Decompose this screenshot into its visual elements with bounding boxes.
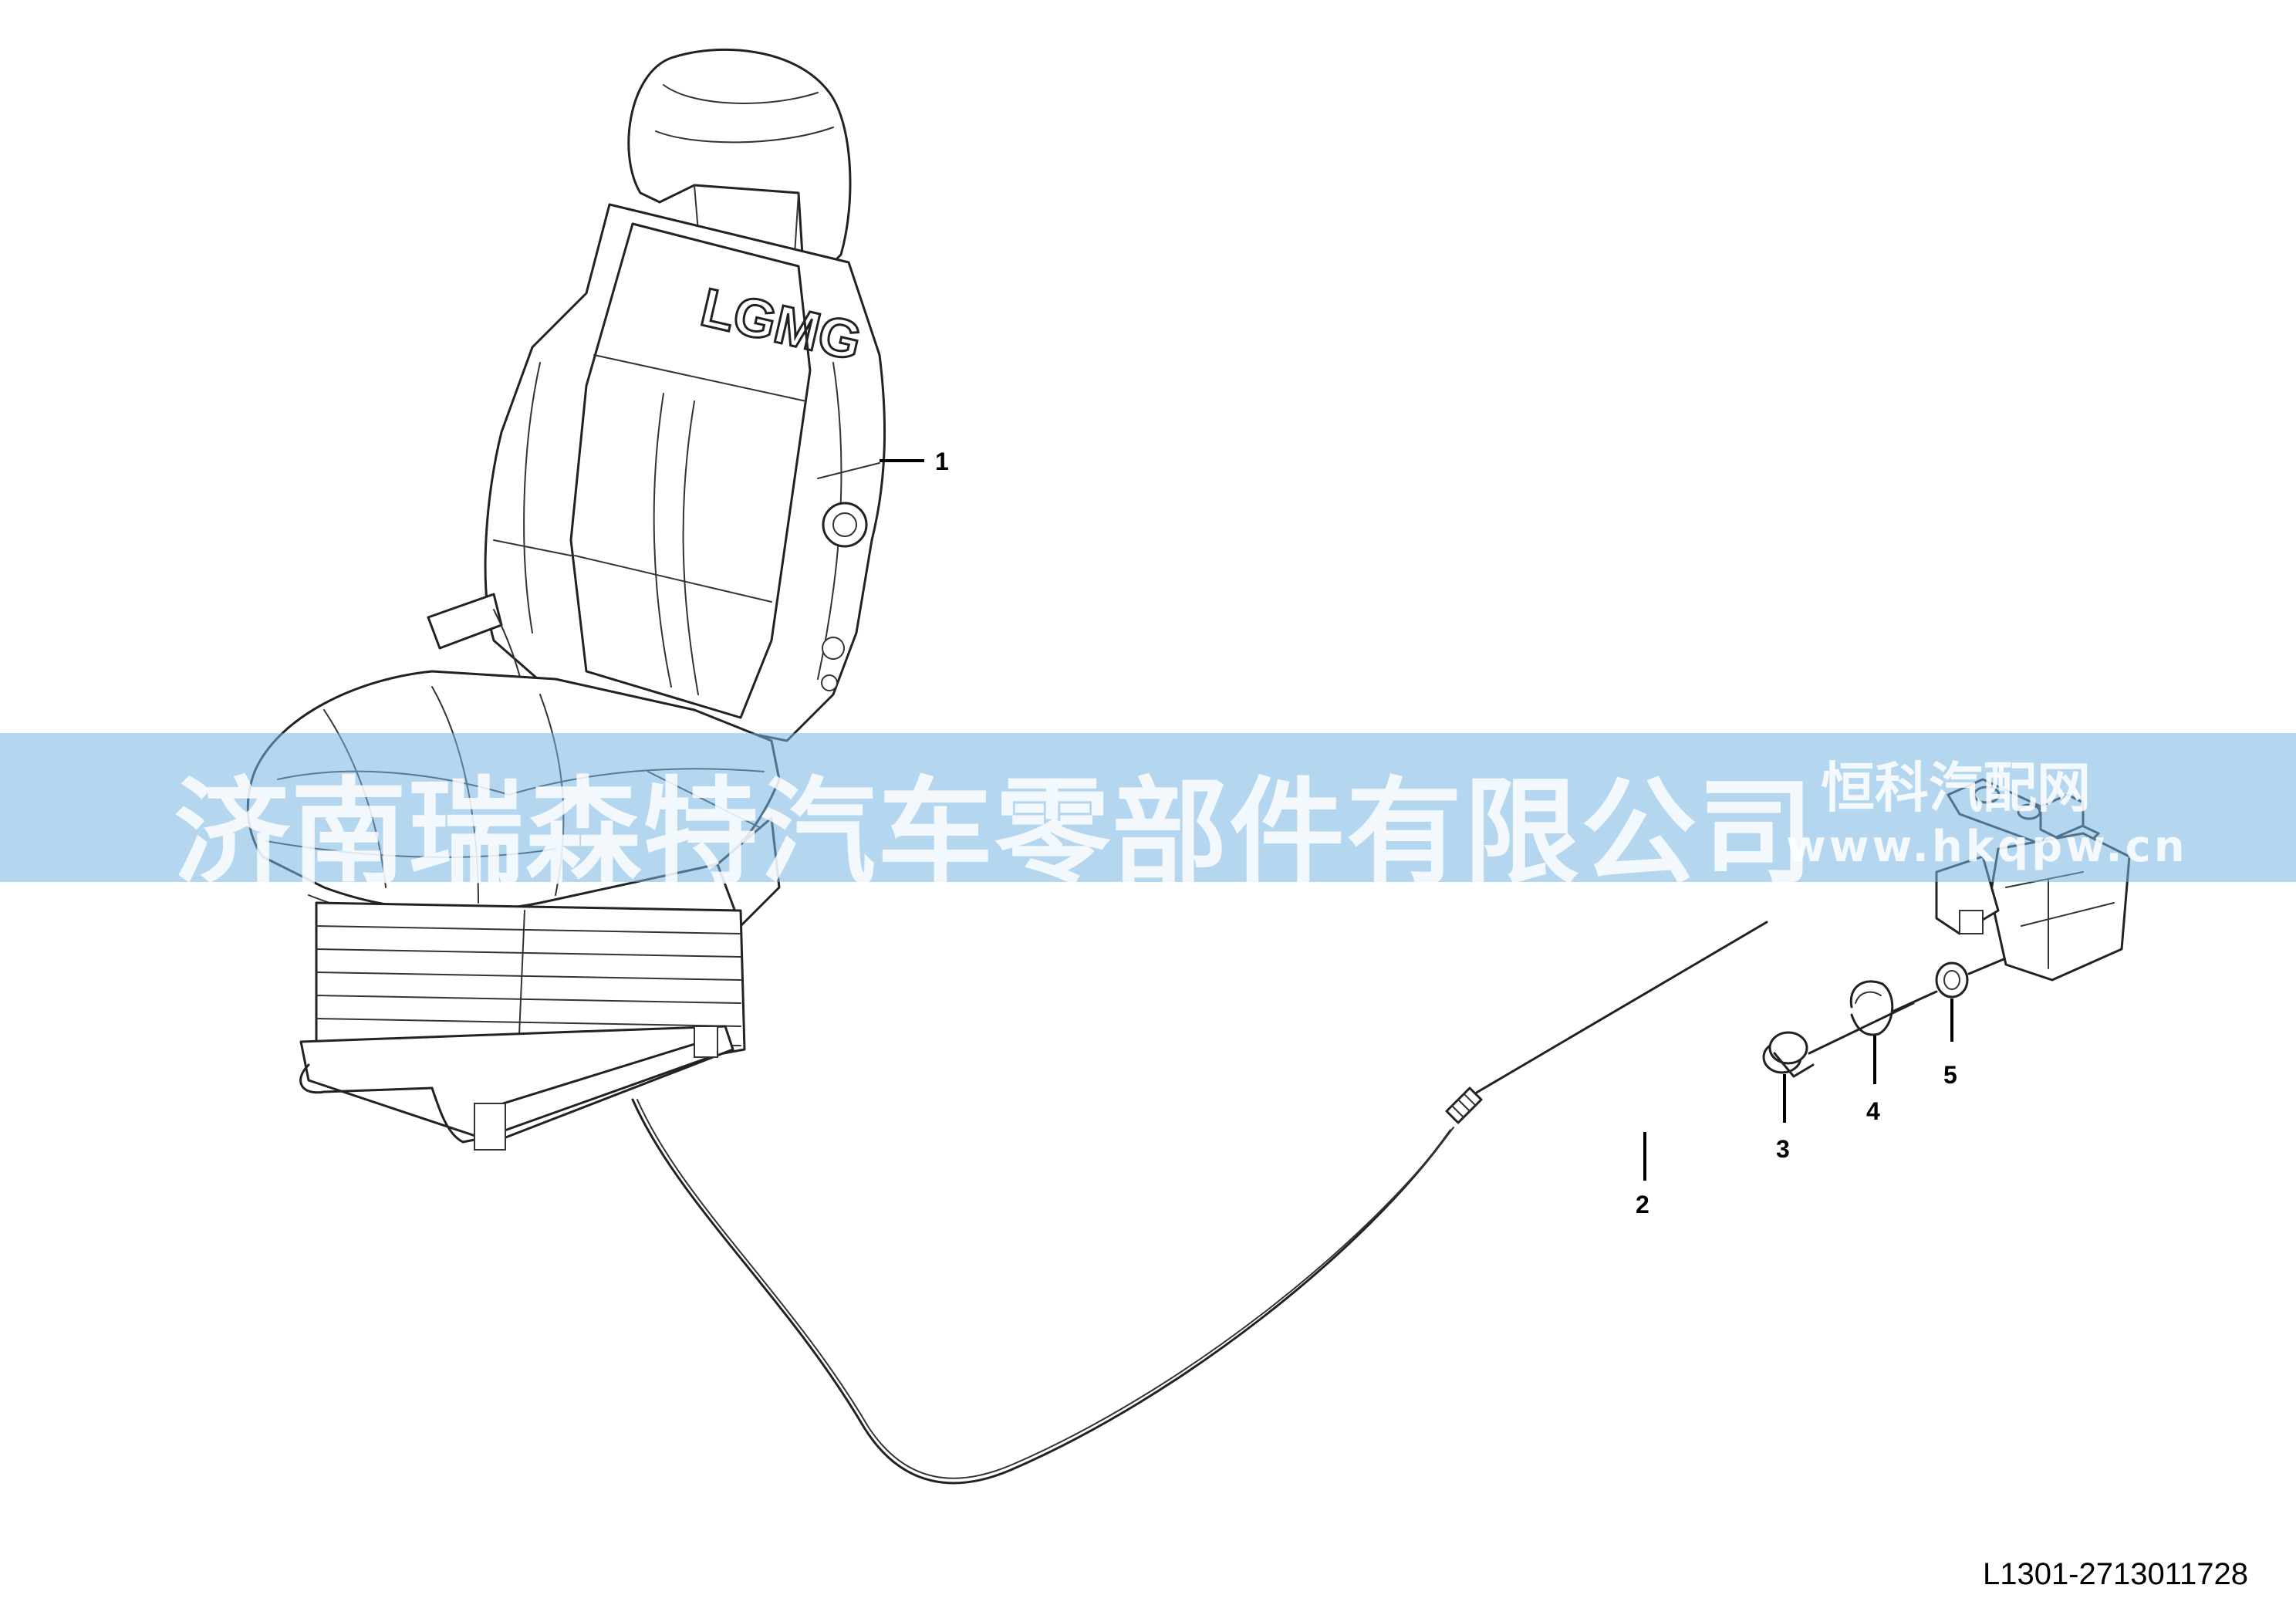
part-3-nut <box>1762 1031 1815 1078</box>
callout-4: 4 <box>1866 1036 1880 1125</box>
callout-5: 5 <box>1943 999 1957 1089</box>
seat-slide-rails <box>299 1025 734 1144</box>
callout-1-label: 1 <box>935 448 949 475</box>
seatbelt-buckle <box>427 593 503 650</box>
callout-3: 3 <box>1776 1074 1790 1163</box>
driver-seat: LGMG <box>246 48 886 1151</box>
watermark-site-url: www.hkqpw.cn <box>1786 822 2188 872</box>
callout-3-label: 3 <box>1776 1135 1790 1163</box>
cable-end-fitting <box>1445 921 1768 1124</box>
part-4-circlip <box>1849 980 1894 1036</box>
callout-2-label: 2 <box>1636 1191 1649 1218</box>
callout-2: 2 <box>1636 1132 1649 1218</box>
callout-5-label: 5 <box>1943 1061 1957 1089</box>
lumbar-knob-icon <box>822 502 868 548</box>
part-5-seal <box>1935 961 1969 999</box>
watermark-band <box>0 733 2296 882</box>
control-cable <box>631 921 1768 1485</box>
watermark-company-name: 济南瑞森特汽车零部件有限公司 <box>174 766 1816 901</box>
drawing-number: L1301-2713011728 <box>1982 1557 2248 1591</box>
callout-1: 1 <box>880 448 949 475</box>
callout-4-label: 4 <box>1866 1097 1880 1125</box>
watermark-site-name: 恒科汽配网 <box>1821 756 2091 819</box>
seat-headrest <box>627 48 852 264</box>
